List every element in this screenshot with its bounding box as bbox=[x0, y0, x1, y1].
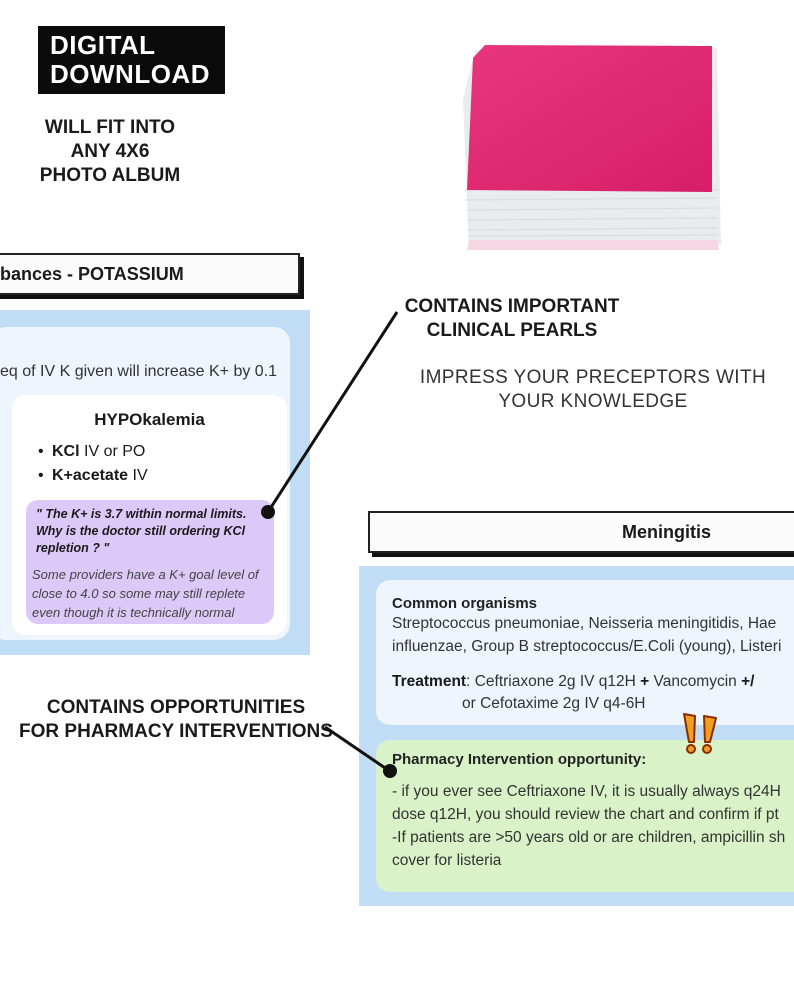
intervention-title: Pharmacy Intervention opportunity: bbox=[392, 751, 647, 768]
list-item: • KCl IV or PO bbox=[38, 440, 148, 464]
double-exclamation-icon bbox=[683, 713, 717, 754]
pearls-line-1: CONTAINS IMPORTANT bbox=[404, 296, 620, 317]
organisms-line-2: influenzae, Group B streptococcus/E.Coli… bbox=[392, 638, 782, 655]
meningitis-info-box bbox=[376, 580, 794, 725]
treatment-alternative: or Cefotaxime 2g IV q4-6H bbox=[462, 695, 646, 712]
intervention-line: dose q12H, you should review the chart a… bbox=[392, 806, 779, 823]
intervention-text: - if you ever see Ceftriaxone IV, it is … bbox=[392, 780, 785, 872]
intervention-line: -If patients are >50 years old or are ch… bbox=[392, 829, 786, 846]
impress-line-2: YOUR KNOWLEDGE bbox=[498, 391, 688, 412]
digital-download-badge: DIGITAL DOWNLOAD bbox=[38, 26, 225, 94]
hypokalemia-list: • KCl IV or PO • K+acetate IV bbox=[38, 440, 148, 488]
intervention-line: cover for listeria bbox=[392, 852, 502, 869]
hypokalemia-title: HYPOkalemia bbox=[94, 410, 205, 429]
pearls-line-2: CLINICAL PEARLS bbox=[426, 320, 598, 341]
organisms-line-1: Streptococcus pneumoniae, Neisseria meni… bbox=[392, 615, 777, 632]
drug-name: KCl bbox=[52, 443, 80, 460]
pearl-answer: Some providers have a K+ goal level of c… bbox=[32, 567, 259, 620]
organisms-text: Streptococcus pneumoniae, Neisseria meni… bbox=[392, 612, 781, 658]
drug-route: IV bbox=[128, 467, 148, 484]
treatment-drug-1: : Ceftriaxone 2g IV q12H bbox=[466, 673, 641, 690]
fit-note-line-2: ANY 4X6 bbox=[70, 141, 150, 162]
bullet-icon: • bbox=[38, 443, 44, 460]
list-item: • K+acetate IV bbox=[38, 464, 148, 488]
treatment-line: Treatment: Ceftriaxone 2g IV q12H + Vanc… bbox=[392, 670, 754, 693]
badge-line-1: DIGITAL bbox=[50, 30, 156, 60]
bullet-icon: • bbox=[38, 467, 44, 484]
interventions-callout: CONTAINS OPPORTUNITIES FOR PHARMACY INTE… bbox=[6, 696, 346, 744]
potassium-card-header: bances - POTASSIUM bbox=[0, 253, 300, 295]
organisms-title: Common organisms bbox=[392, 595, 538, 612]
badge-line-2: DOWNLOAD bbox=[50, 59, 210, 89]
impress-line-1: IMPRESS YOUR PRECEPTORS WITH bbox=[419, 367, 767, 388]
fit-note-line-1: WILL FIT INTO bbox=[44, 117, 176, 138]
intervention-box bbox=[376, 740, 794, 892]
plus-sign: + bbox=[640, 673, 650, 690]
drug-route: IV or PO bbox=[79, 443, 146, 460]
interventions-line-1: CONTAINS OPPORTUNITIES bbox=[46, 697, 306, 718]
fit-note: WILL FIT INTO ANY 4X6 PHOTO ALBUM bbox=[20, 116, 200, 188]
pearl-question: " The K+ is 3.7 within normal limits. Wh… bbox=[36, 507, 247, 555]
clinical-pearl-box bbox=[26, 500, 274, 624]
interventions-line-2: FOR PHARMACY INTERVENTIONS bbox=[19, 721, 333, 742]
clinical-pearls-callout: CONTAINS IMPORTANT CLINICAL PEARLS bbox=[392, 295, 632, 343]
intervention-line: - if you ever see Ceftriaxone IV, it is … bbox=[392, 783, 781, 800]
impress-text: IMPRESS YOUR PRECEPTORS WITH YOUR KNOWLE… bbox=[418, 366, 768, 414]
treatment-drug-2: Vancomycin bbox=[649, 673, 742, 690]
potassium-rule-text: eq of IV K given will increase K+ by 0.1 bbox=[0, 363, 278, 380]
meningitis-card-header: Meningitis bbox=[368, 511, 794, 553]
photo-album-image bbox=[463, 45, 721, 250]
plus-minus-sign: +/ bbox=[741, 673, 755, 690]
treatment-label: Treatment bbox=[392, 673, 467, 690]
drug-name: K+acetate bbox=[52, 467, 129, 484]
fit-note-line-3: PHOTO ALBUM bbox=[39, 165, 181, 186]
